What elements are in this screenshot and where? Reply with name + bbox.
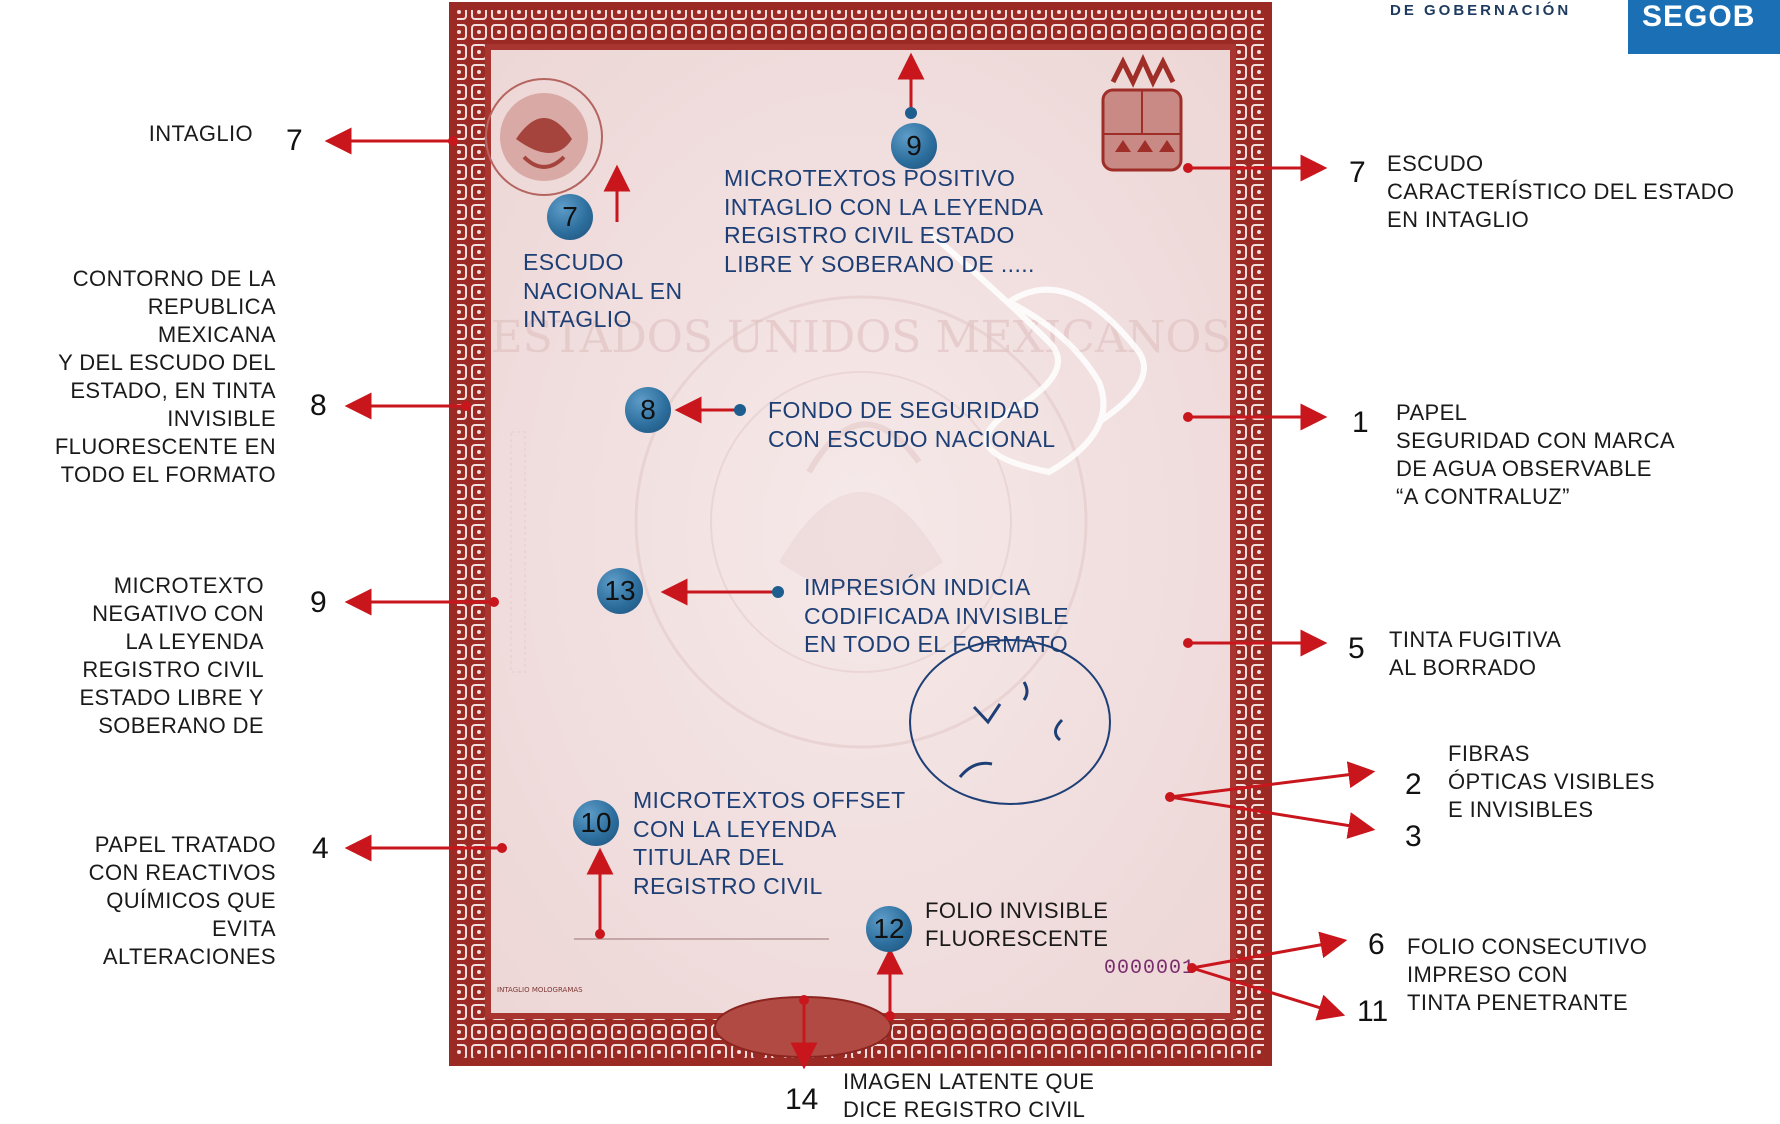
folio-number: 0000001 (1104, 957, 1196, 980)
label-right-state-shield: ESCUDO CARACTERÍSTICO DEL ESTADO EN INTA… (1387, 151, 1735, 232)
label-inner-invisible-folio: FOLIO INVISIBLE FLUORESCENTE (925, 898, 1109, 951)
number-left-9: 9 (310, 586, 327, 619)
number-left-4: 4 (312, 832, 329, 865)
label-left-microtext-negative: MICROTEXTO NEGATIVO CON LA LEYENDA REGIS… (79, 573, 264, 738)
number-bottom-14: 14 (785, 1083, 819, 1116)
badge-inner-8: 8 (625, 387, 671, 433)
number-right-1: 1 (1352, 406, 1369, 439)
number-right-2: 2 (1405, 768, 1422, 801)
paper-field (491, 50, 1230, 1013)
badge-inner-7: 7 (547, 194, 593, 240)
corner-fine-print: INTAGLIO MOLOGRAMAS (497, 986, 583, 994)
number-right-5: 5 (1348, 632, 1365, 665)
watermark-wave (927, 229, 1147, 476)
fibers-magnifier (909, 639, 1111, 805)
number-right-6: 6 (1368, 928, 1385, 961)
microtext-column (510, 431, 526, 673)
label-inner-microtext-positive: MICROTEXTOS POSITIVO INTAGLIO CON LA LEY… (724, 165, 1044, 277)
label-right-security-paper: PAPEL SEGURIDAD CON MARCA DE AGUA OBSERV… (1396, 400, 1675, 509)
arrow-right-6 (1191, 931, 1348, 970)
number-left-7: 7 (286, 124, 303, 157)
badge-inner-12: 12 (866, 906, 912, 952)
label-inner-national-emblem: ESCUDO NACIONAL EN INTAGLIO (523, 249, 683, 332)
number-left-8: 8 (310, 389, 327, 422)
label-bottom-latent-image: IMAGEN LATENTE QUE DICE REGISTRO CIVIL (843, 1069, 1095, 1122)
label-inner-security-background: FONDO DE SEGURIDAD CON ESCUDO NACIONAL (768, 397, 1056, 452)
birth-certificate-document: ESTADOS UNIDOS MEXICANOS (449, 2, 1272, 1066)
state-shield (1101, 53, 1183, 172)
label-right-optical-fibers: FIBRAS ÓPTICAS VISIBLES E INVISIBLES (1448, 741, 1655, 822)
number-right-3: 3 (1405, 820, 1422, 853)
national-emblem (485, 78, 603, 196)
segob-logo: SEGOB (1628, 0, 1780, 54)
label-left-contour: CONTORNO DE LA REPUBLICA MEXICANA Y DEL … (54, 266, 276, 487)
label-inner-indicia: IMPRESIÓN INDICIA CODIFICADA INVISIBLE E… (804, 574, 1069, 657)
label-left-treated-paper: PAPEL TRATADO CON REACTIVOS QUÍMICOS QUE… (88, 832, 276, 969)
label-right-consecutive-folio: FOLIO CONSECUTIVO IMPRESO CON TINTA PENE… (1407, 934, 1648, 1015)
number-right-7: 7 (1349, 156, 1366, 189)
badge-inner-10: 10 (573, 800, 619, 846)
label-right-fugitive-ink: TINTA FUGITIVA AL BORRADO (1389, 627, 1562, 680)
number-right-11: 11 (1357, 995, 1389, 1028)
watermark-national-emblem (634, 295, 1088, 749)
arrow-right-2 (1169, 761, 1376, 799)
label-inner-offset-microtext: MICROTEXTOS OFFSET CON LA LEYENDA TITULA… (633, 787, 906, 899)
arrow-right-3 (1169, 795, 1376, 839)
agency-name: DE GOBERNACIÓN (1390, 2, 1572, 19)
segob-logo-text: SEGOB (1642, 0, 1756, 33)
badge-inner-9: 9 (891, 123, 937, 169)
arrow-right-11 (1191, 966, 1346, 1021)
label-left-intaglio: INTAGLIO (148, 121, 253, 146)
badge-inner-13: 13 (597, 568, 643, 614)
